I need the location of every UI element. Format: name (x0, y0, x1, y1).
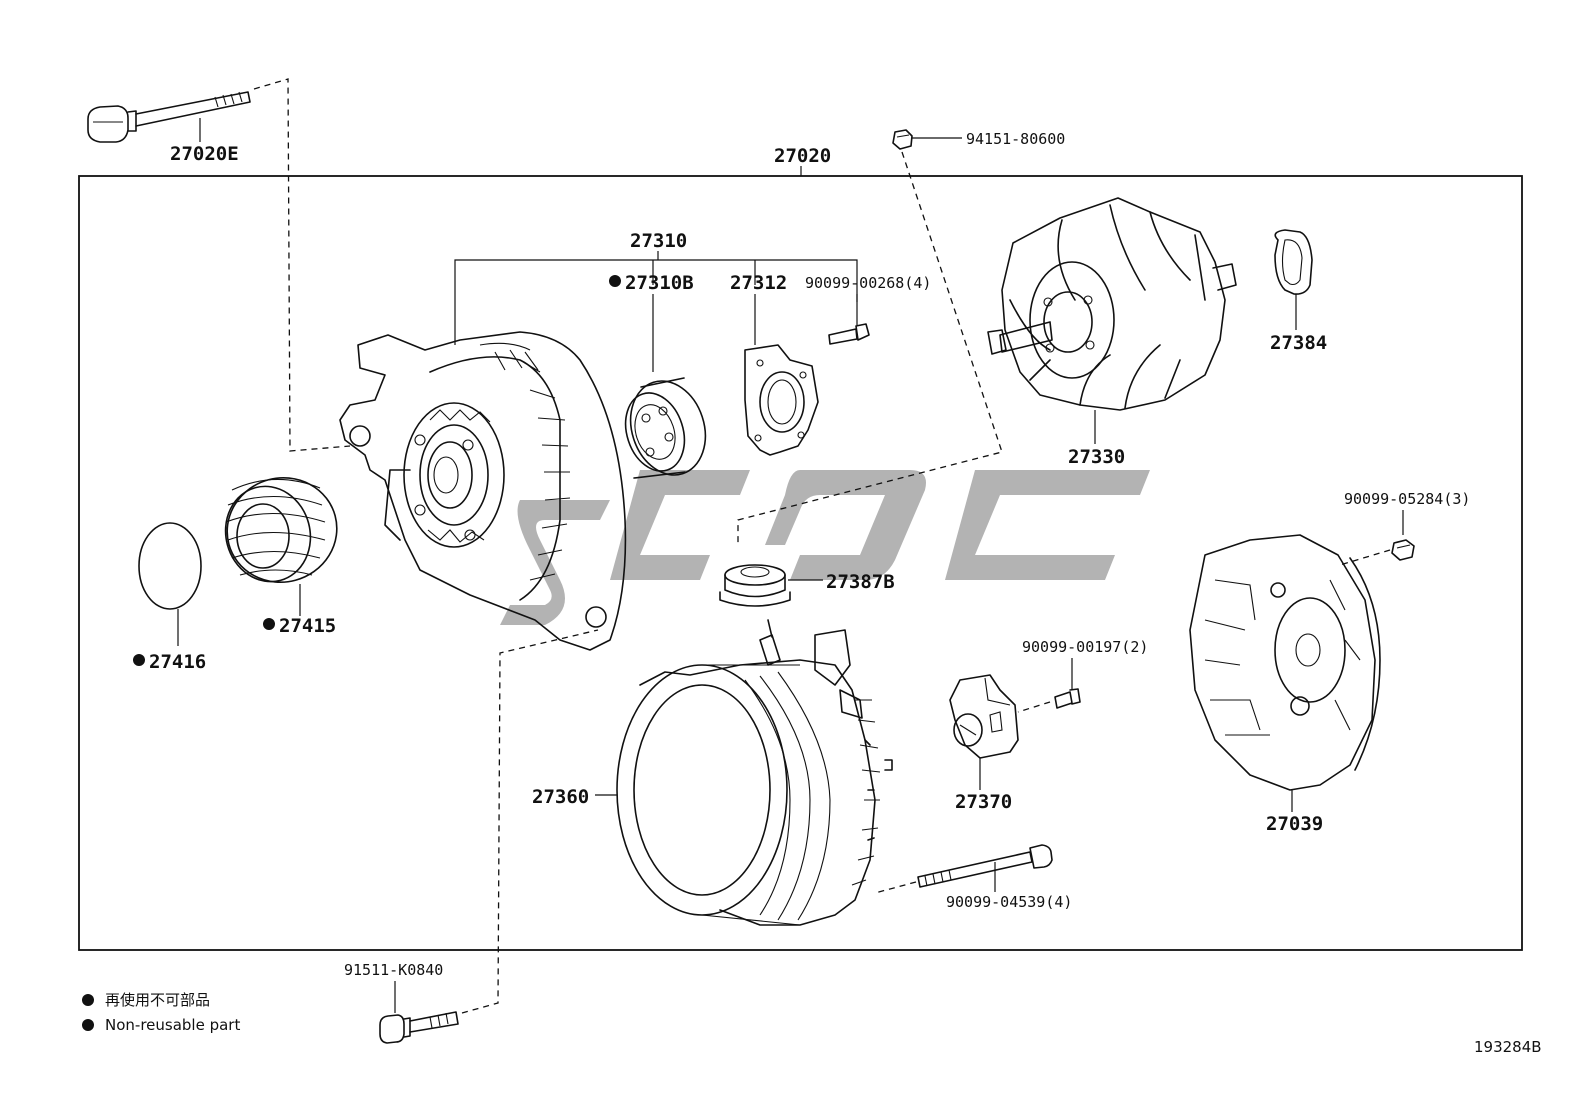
figure-id: 193284B (1474, 1038, 1542, 1056)
brush-holder-27370 (949, 674, 1019, 790)
label-27384: 27384 (1270, 332, 1327, 354)
dashed-leader-through-bolt (874, 881, 917, 894)
bolt-91511-k0840 (379, 981, 459, 1044)
label-27370: 27370 (955, 791, 1012, 813)
label-27020e: 27020E (170, 143, 239, 165)
non-reusable-marker-27415 (263, 618, 275, 630)
retainer-plate-27312 (744, 344, 819, 456)
screw-90099-00268 (828, 323, 870, 345)
dashed-leader-nut-top (737, 151, 1003, 545)
label-90099-05284: 90099-05284(3) (1344, 490, 1470, 508)
screw-90099-00197 (1054, 658, 1081, 709)
dashed-leader-bolt-top (253, 78, 351, 452)
nut-94151-80600 (892, 129, 962, 150)
label-90099-00197: 90099-00197(2) (1022, 638, 1148, 656)
watermark-logo (500, 470, 1150, 625)
legend-marker-jp (82, 994, 94, 1006)
rotor-27330 (987, 197, 1237, 444)
insulator-27384 (1274, 229, 1313, 330)
label-27310: 27310 (630, 230, 687, 252)
label-91511-k0840: 91511-K0840 (344, 961, 443, 979)
legend-text-jp: 再使用不可部品 (105, 991, 210, 1009)
rear-cover-27039 (1189, 534, 1381, 812)
stator-housing-27360 (595, 619, 893, 926)
label-90099-00268: 90099-00268(4) (805, 274, 931, 292)
dashed-leader-screw-holder (1017, 701, 1051, 713)
label-27310b: 27310B (625, 272, 694, 294)
label-27020: 27020 (774, 145, 831, 167)
label-27330: 27330 (1068, 446, 1125, 468)
label-27416: 27416 (149, 651, 206, 673)
label-27312: 27312 (730, 272, 787, 294)
label-27360: 27360 (532, 786, 589, 808)
label-27039: 27039 (1266, 813, 1323, 835)
cap-27416 (138, 522, 202, 646)
leader-27310-bracket (454, 251, 858, 345)
dashed-leader-cover-nut (1339, 549, 1391, 566)
nut-90099-05284 (1391, 510, 1415, 561)
dashed-leader-bolt-bottom (461, 629, 599, 1014)
bolt-27020e (87, 91, 251, 143)
label-27415: 27415 (279, 615, 336, 637)
legend-text-en: Non-reusable part (105, 1016, 240, 1034)
non-reusable-marker-27310b (609, 275, 621, 287)
legend: 再使用不可部品 Non-reusable part (82, 991, 240, 1034)
legend-marker-en (82, 1019, 94, 1031)
pulley-27415 (224, 476, 338, 616)
label-94151-80600: 94151-80600 (966, 130, 1065, 148)
bearing-27310b (624, 377, 707, 479)
through-bolt-90099-04539 (917, 844, 1053, 892)
label-90099-04539: 90099-04539(4) (946, 893, 1072, 911)
seal-27387b (719, 564, 823, 607)
non-reusable-marker-27416 (133, 654, 145, 666)
drive-end-frame (339, 331, 627, 651)
label-27387b: 27387B (826, 571, 895, 593)
